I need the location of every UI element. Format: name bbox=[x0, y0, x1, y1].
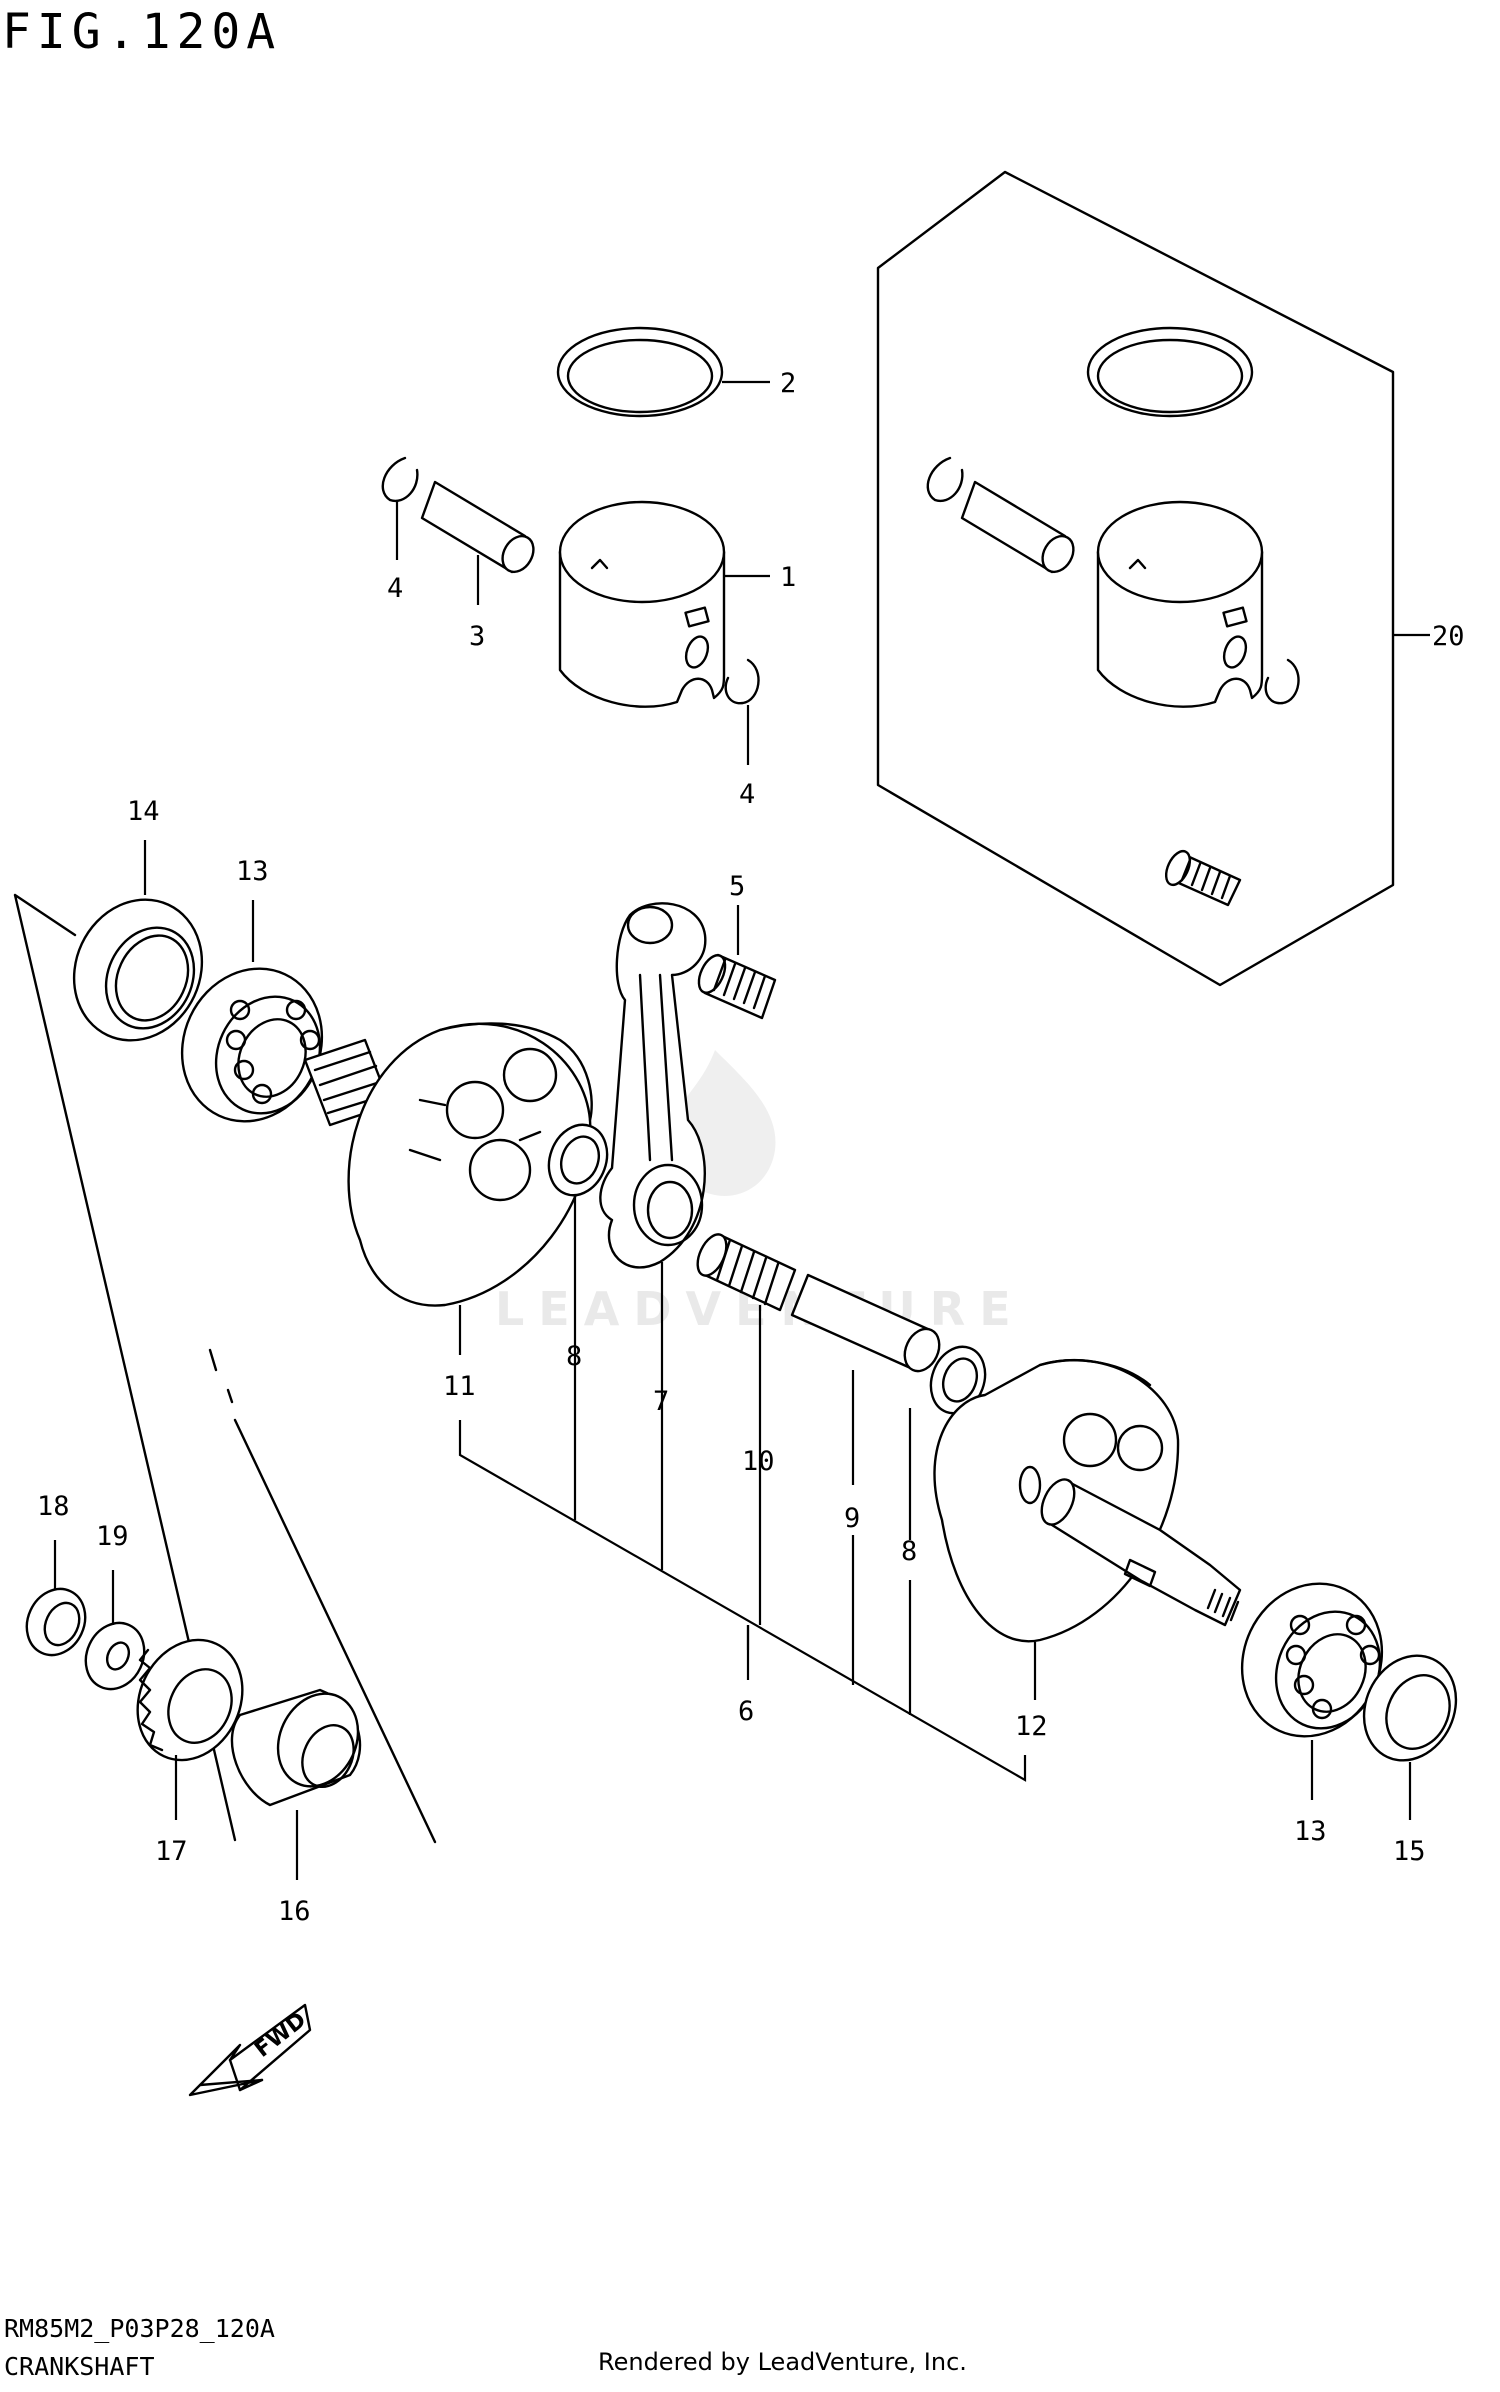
washer-left bbox=[547, 1123, 609, 1197]
kit-piston-ring bbox=[1086, 326, 1254, 418]
callout-11: 11 bbox=[443, 1371, 476, 1402]
kit-circlip-right bbox=[1264, 658, 1300, 705]
callout-6: 6 bbox=[738, 1696, 754, 1727]
callout-14: 14 bbox=[127, 796, 160, 827]
callout-13-right: 13 bbox=[1294, 1816, 1327, 1847]
spacer bbox=[230, 1688, 362, 1807]
kit-piston bbox=[1096, 500, 1264, 708]
oil-seal-right bbox=[1362, 1654, 1458, 1762]
callout-2: 2 bbox=[780, 368, 796, 399]
callout-9: 9 bbox=[844, 1503, 860, 1534]
washer-right bbox=[929, 1345, 987, 1415]
callout-20: 20 bbox=[1432, 621, 1465, 652]
oil-seal-left bbox=[72, 898, 204, 1042]
callout-15: 15 bbox=[1393, 1836, 1426, 1867]
fwd-direction-arrow: FWD bbox=[188, 2003, 312, 2097]
main-bearing-right bbox=[1240, 1582, 1384, 1738]
big-end-bearing bbox=[696, 1233, 797, 1312]
callout-1: 1 bbox=[780, 562, 796, 593]
kit-needle-bearing bbox=[1164, 849, 1242, 907]
leader-lines bbox=[53, 380, 1430, 1880]
render-credit: Rendered by LeadVenture, Inc. bbox=[598, 2348, 967, 2376]
callout-5: 5 bbox=[729, 871, 745, 902]
callout-18: 18 bbox=[37, 1491, 70, 1522]
section-name: CRANKSHAFT bbox=[4, 2352, 155, 2381]
callout-8-left: 8 bbox=[566, 1341, 582, 1372]
piston bbox=[558, 500, 726, 708]
crank-half-left bbox=[347, 1022, 593, 1307]
crankshaft-right-end bbox=[1040, 1478, 1242, 1627]
figure-title: FIG.120A bbox=[2, 4, 281, 60]
diagram-code: RM85M2_P03P28_120A bbox=[4, 2314, 275, 2343]
connecting-rod bbox=[599, 902, 707, 1269]
callout-3: 3 bbox=[469, 621, 485, 652]
callout-13-left: 13 bbox=[236, 856, 269, 887]
piston-kit-outline bbox=[876, 170, 1395, 987]
piston-pin bbox=[420, 480, 535, 574]
callout-7: 7 bbox=[653, 1386, 669, 1417]
crank-pin bbox=[790, 1273, 941, 1373]
piston-ring bbox=[556, 326, 724, 418]
callout-8-right: 8 bbox=[901, 1536, 917, 1567]
washer-small bbox=[84, 1621, 146, 1691]
callout-19: 19 bbox=[96, 1521, 129, 1552]
callout-17: 17 bbox=[155, 1836, 188, 1867]
circlip-left bbox=[381, 456, 419, 503]
callout-12: 12 bbox=[1015, 1711, 1048, 1742]
kit-circlip-left bbox=[926, 456, 964, 503]
circlip-right bbox=[724, 658, 760, 705]
callout-4-left: 4 bbox=[387, 573, 403, 604]
callout-labels: 2 1 3 4 4 20 5 14 13 11 8 7 10 9 8 6 12 … bbox=[37, 368, 1465, 1927]
callout-16: 16 bbox=[278, 1896, 311, 1927]
callout-10: 10 bbox=[742, 1446, 775, 1477]
kit-piston-pin bbox=[960, 480, 1075, 574]
nut bbox=[25, 1587, 87, 1657]
callout-4-right: 4 bbox=[739, 779, 755, 810]
small-end-bearing bbox=[697, 953, 777, 1020]
